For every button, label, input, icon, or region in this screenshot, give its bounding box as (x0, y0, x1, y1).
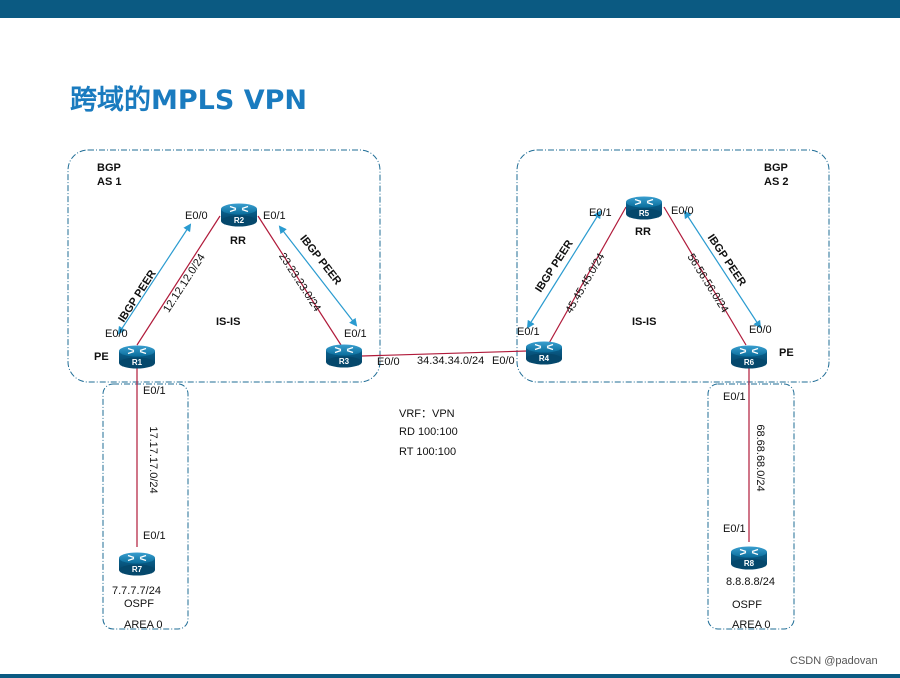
r2-role-label: RR (230, 235, 246, 247)
r8-network-label: 8.8.8.8/24 (726, 576, 775, 588)
ibgp-peer-label-mid-right: IBGP PEER (533, 238, 576, 295)
r7-protocol-label: OSPF (124, 598, 154, 610)
router-label: R8 (744, 559, 755, 568)
subnet-label-r1-r7: 17.17.17.0/24 (147, 426, 159, 493)
router-r7: R7 (118, 551, 156, 577)
as1-area-border (67, 149, 381, 383)
as2-bgp-label: BGP (764, 162, 788, 174)
subnet-label-r6-r8: 68.68.68.0/24 (754, 424, 766, 491)
iface-r4-e00: E0/0 (492, 355, 515, 367)
router-r5: R5 (625, 195, 663, 221)
r8-protocol-label: OSPF (732, 599, 762, 611)
as1-bgp-label: BGP (97, 162, 121, 174)
iface-r6-e01: E0/1 (723, 391, 746, 403)
subnet-label-r3-r4: 34.34.34.0/24 (417, 355, 484, 367)
as2-number-label: AS 2 (764, 176, 788, 188)
iface-r2-e00: E0/0 (185, 210, 208, 222)
page-title: 跨域的MPLS VPN (70, 85, 307, 116)
router-label: R4 (539, 354, 550, 363)
iface-r5-e01: E0/1 (589, 207, 612, 219)
link-r3-r4 (361, 350, 528, 357)
iface-r6-e00: E0/0 (749, 324, 772, 336)
vrf-name-label: VRF：VPN (399, 408, 455, 420)
iface-r1-e01: E0/1 (143, 385, 166, 397)
ospf-left-area-border (102, 383, 189, 630)
router-label: R3 (339, 357, 350, 366)
footer-bar (0, 674, 900, 678)
igp-right-label: IS-IS (632, 316, 656, 328)
header-bar (0, 0, 900, 18)
iface-r5-e00: E0/0 (671, 205, 694, 217)
router-r6: R6 (730, 344, 768, 370)
vrf-rt-label: RT 100:100 (399, 446, 457, 458)
router-label: R2 (234, 216, 245, 225)
router-label: R6 (744, 358, 755, 367)
router-r4: R4 (525, 340, 563, 366)
iface-r3-e01: E0/1 (344, 328, 367, 340)
vrf-rd-label: RD 100:100 (399, 426, 458, 438)
iface-r7-e01: E0/1 (143, 530, 166, 542)
router-r1: R1 (118, 344, 156, 370)
ospf-right-area-border (707, 383, 795, 630)
router-r3: R3 (325, 343, 363, 369)
ibgp-peer-label-left: IBGP PEER (116, 268, 159, 325)
iface-r3-e00: E0/0 (377, 356, 400, 368)
r7-network-label: 7.7.7.7/24 (112, 585, 161, 597)
r8-area-label: AREA 0 (732, 619, 771, 631)
router-r8: R8 (730, 545, 768, 571)
as2-area-border (516, 149, 830, 383)
iface-r2-e01: E0/1 (263, 210, 286, 222)
iface-r8-e01: E0/1 (723, 523, 746, 535)
r1-role-label: PE (94, 351, 109, 363)
router-label: R5 (639, 209, 650, 218)
ibgp-peer-arrow-r5-r6 (683, 210, 762, 329)
subnet-label-r1-r2: 12.12.12.0/24 (161, 252, 208, 315)
ibgp-peer-arrow-r4-r5 (526, 210, 602, 329)
as1-number-label: AS 1 (97, 176, 121, 188)
iface-r1-e00: E0/0 (105, 328, 128, 340)
router-r2: R2 (220, 202, 258, 228)
r5-role-label: RR (635, 226, 651, 238)
igp-left-label: IS-IS (216, 316, 240, 328)
r7-area-label: AREA 0 (124, 619, 163, 631)
ibgp-peer-arrow-r1-r2 (117, 223, 192, 335)
csdn-watermark: CSDN @padovan (790, 655, 878, 667)
ibgp-peer-arrow-r2-r3 (278, 225, 358, 327)
r6-role-label: PE (779, 347, 794, 359)
router-label: R7 (132, 565, 143, 574)
router-label: R1 (132, 358, 143, 367)
iface-r4-e01: E0/1 (517, 326, 540, 338)
